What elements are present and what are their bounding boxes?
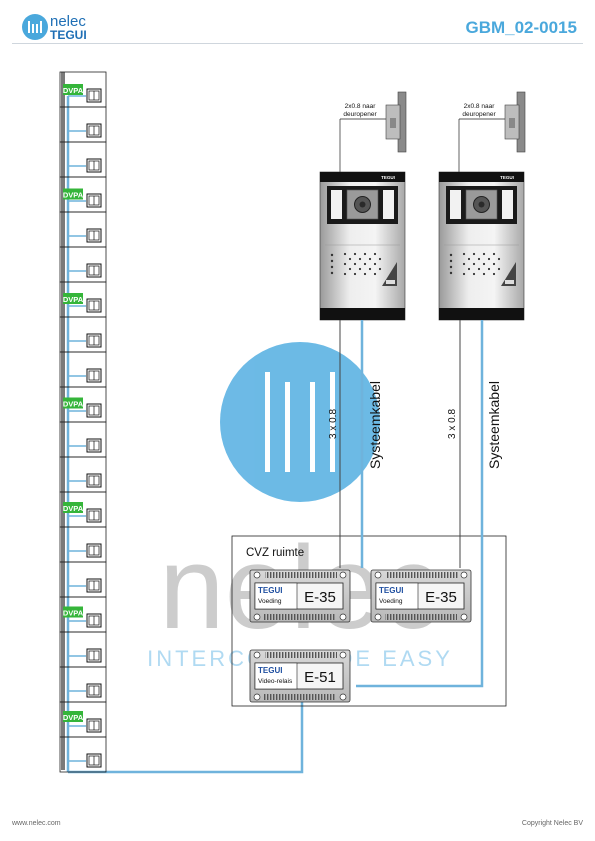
camera-icon (465, 189, 498, 220)
dvpa-badge: DVPA (63, 397, 84, 409)
camera-icon (346, 189, 379, 220)
dvpa-badge: DVPA (63, 293, 84, 304)
cvz-unit: TEGUI Voeding E-35 (249, 569, 351, 623)
handset-icon (86, 88, 102, 103)
unit-model: E-35 (304, 589, 336, 606)
handset-icon (86, 193, 102, 208)
door-lock-icon (504, 91, 526, 153)
lock-label: deuropener (462, 111, 496, 118)
riser-unit (59, 246, 107, 283)
handset-icon (86, 263, 102, 278)
dvpa-badge: DVPA (63, 502, 84, 513)
cvz-unit: TEGUI Video-relais E-51 (249, 649, 351, 703)
dvpa-label: DVPA (63, 713, 84, 722)
dvpa-label: DVPA (63, 295, 84, 304)
dvpa-label: DVPA (63, 86, 84, 95)
handset-icon (86, 158, 102, 173)
handset-icon (86, 333, 102, 348)
dvpa-label: DVPA (63, 400, 84, 409)
unit-type: Voeding (258, 598, 282, 605)
handset-icon (86, 683, 102, 698)
dvpa-badge: DVPA (63, 606, 84, 618)
unit-type: Voeding (379, 598, 403, 605)
door-lock-icon (385, 91, 407, 153)
unit-model: E-51 (304, 669, 336, 686)
panel-brand: TEGUI (381, 175, 395, 180)
riser-unit (59, 526, 107, 563)
lock-label: deuropener (343, 111, 377, 118)
riser-modules: DVPA DVPA DVPA DVPA DVPA DVPA DVPA (59, 71, 107, 773)
unit-brand: TEGUI (258, 586, 282, 595)
header-divider (12, 43, 583, 44)
riser-unit (59, 71, 107, 108)
handset-icon (86, 543, 102, 558)
unit-type: Video-relais (258, 678, 293, 685)
dvpa-label: DVPA (63, 609, 84, 618)
handset-icon (86, 473, 102, 488)
handset-icon (86, 718, 102, 733)
door-panel: TEGUI (319, 171, 406, 321)
riser-unit (59, 176, 107, 213)
panel-brand: TEGUI (500, 175, 514, 180)
sub-brand-name: TEGUI (50, 28, 87, 42)
cable-label-3x08: 3 x 0.8 (328, 409, 339, 439)
riser-unit (59, 701, 107, 738)
handset-icon (86, 298, 102, 313)
cvz-room-title: CVZ ruimte (246, 547, 304, 559)
dvpa-badge: DVPA (63, 188, 84, 200)
footer-copyright: Copyright Nelec BV (521, 820, 583, 827)
handset-icon (86, 613, 102, 628)
lock-label: 2x0.8 naar (345, 103, 377, 110)
system-cable-label: Systeemkabel (367, 381, 383, 469)
riser-unit (59, 211, 107, 248)
speaker-grille-icon (449, 252, 501, 276)
cable-label-3x08: 3 x 0.8 (447, 409, 458, 439)
riser-unit (59, 281, 107, 318)
cvz-cabling (339, 320, 484, 688)
cvz-unit: TEGUI Voeding E-35 (370, 569, 472, 623)
handset-icon (86, 403, 102, 418)
dvpa-badge: DVPA (63, 84, 84, 95)
lock-label: 2x0.8 naar (464, 103, 496, 110)
riser-unit (59, 316, 107, 353)
cvz-room-frame (231, 535, 507, 707)
handset-icon (86, 123, 102, 138)
unit-model: E-35 (425, 589, 457, 606)
document-id: GBM_02-0015 (465, 18, 577, 37)
dvpa-label: DVPA (63, 504, 84, 513)
dvpa-badge: DVPA (63, 711, 84, 722)
speaker-grille-icon (330, 252, 382, 276)
footer-website: www.nelec.com (12, 820, 61, 827)
system-cable-label: Systeemkabel (486, 381, 502, 469)
handset-icon (86, 648, 102, 663)
nelec-logo-icon (22, 14, 48, 40)
handset-icon (86, 508, 102, 523)
brand-name: nelec (50, 13, 86, 30)
riser-unit (59, 386, 107, 423)
handset-icon (86, 368, 102, 383)
handset-icon (86, 578, 102, 593)
riser-unit (59, 456, 107, 493)
handset-icon (86, 753, 102, 768)
unit-brand: TEGUI (258, 666, 282, 675)
handset-icon (86, 228, 102, 243)
riser-unit (59, 736, 107, 773)
handset-icon (86, 438, 102, 453)
door-panel: TEGUI (438, 171, 525, 321)
unit-brand: TEGUI (379, 586, 403, 595)
dvpa-label: DVPA (63, 191, 84, 200)
